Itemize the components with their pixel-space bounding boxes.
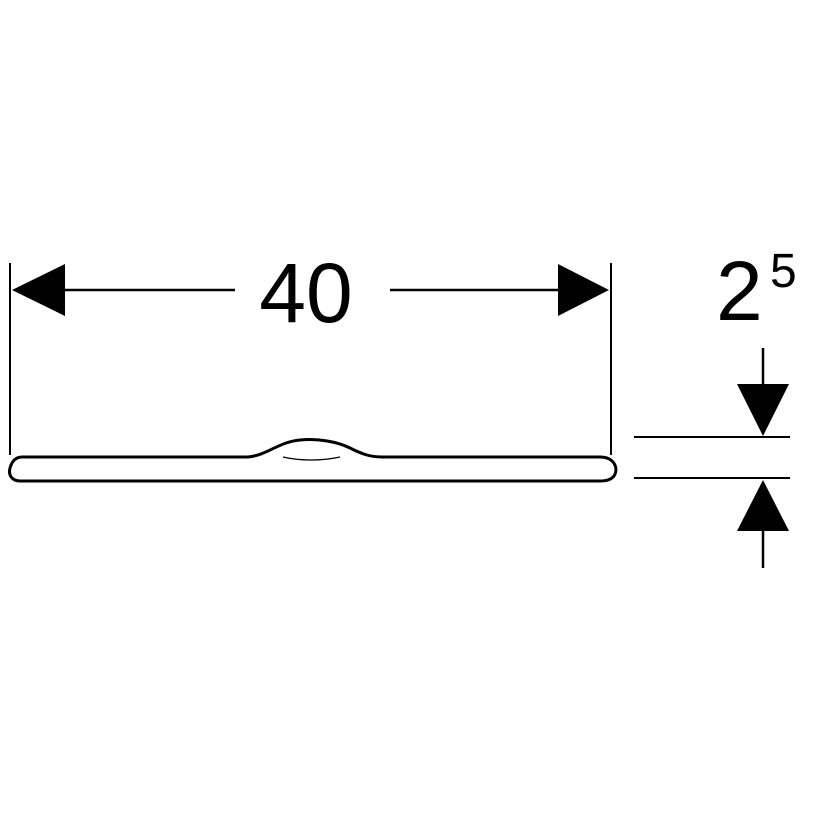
- thickness-arrow-bottom: [737, 480, 789, 531]
- thickness-arrow-top: [737, 384, 789, 436]
- width-dimension-label: 40: [259, 246, 352, 340]
- width-arrow-right: [558, 264, 609, 316]
- thickness-superscript: 5: [770, 245, 797, 298]
- plate-bump-detail: [282, 456, 341, 461]
- width-arrow-left: [12, 264, 65, 316]
- thickness-dimension-label: 2: [716, 244, 763, 338]
- thickness-base: 2: [716, 244, 763, 338]
